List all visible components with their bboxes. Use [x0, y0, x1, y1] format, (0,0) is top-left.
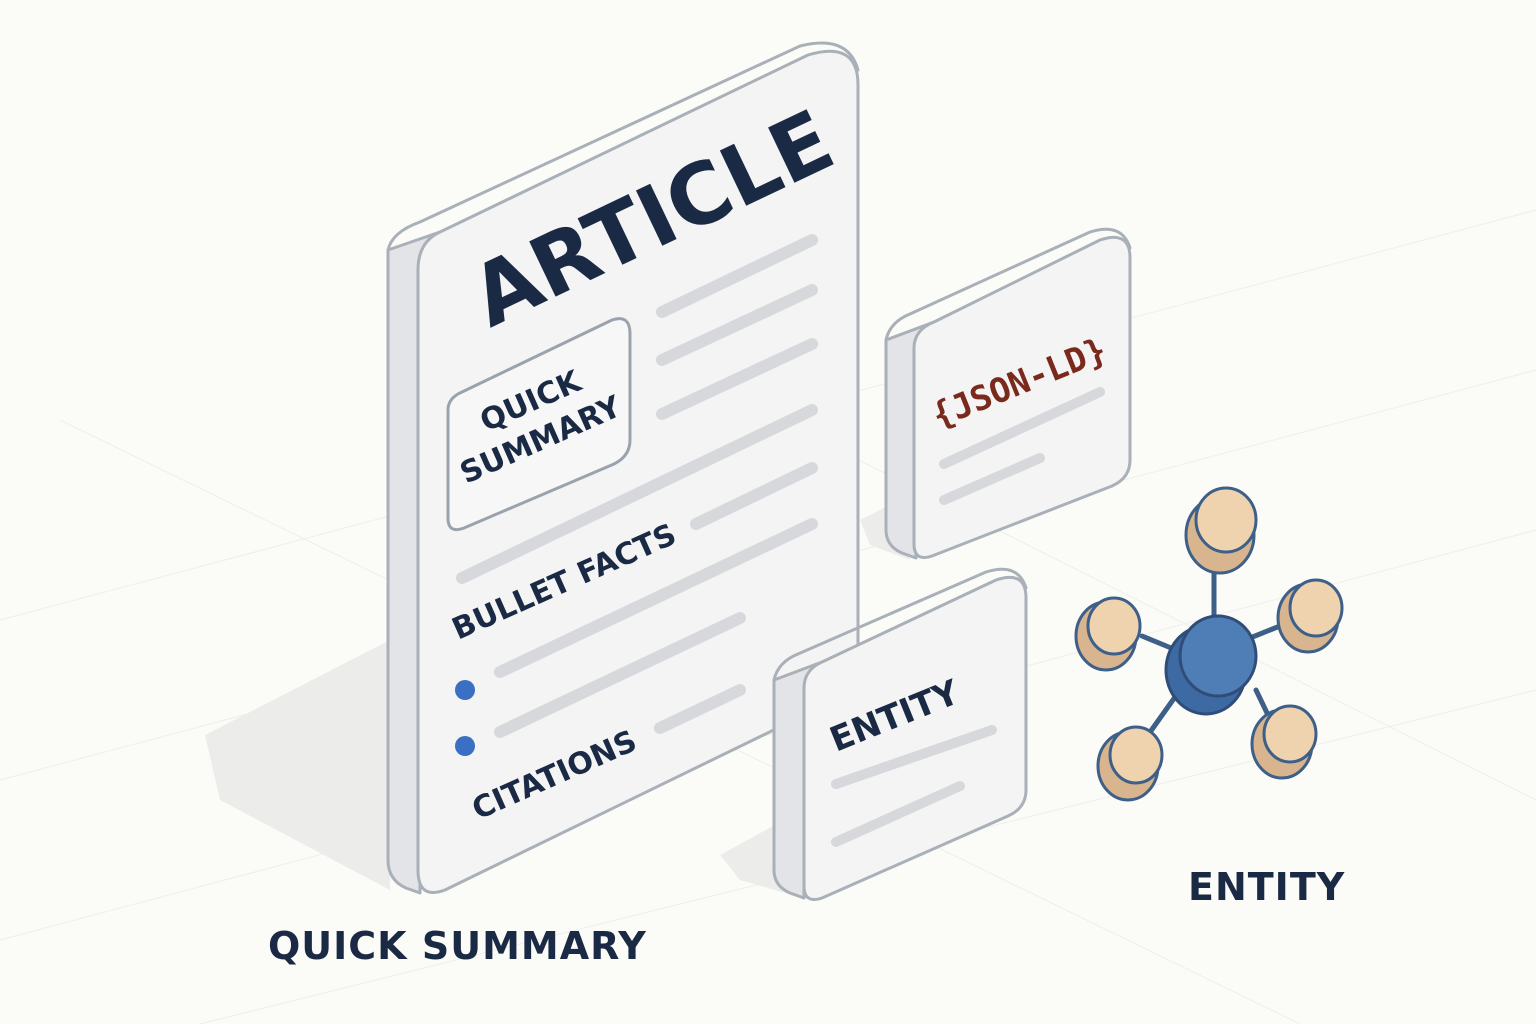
bullet-dot-1 [455, 680, 475, 700]
quick-summary-box: QUICK SUMMARY [446, 317, 632, 532]
quick-summary-caption: QUICK SUMMARY [268, 924, 647, 968]
hub-node [1164, 614, 1258, 716]
entity-card-top-edge [772, 567, 1028, 682]
json-ld-card-face [912, 235, 1132, 559]
article-document: ARTICLE QUICK SUMMARY BULLET FACTS [386, 41, 860, 895]
entity-caption: ENTITY [1188, 865, 1346, 909]
json-ld-card: {JSON-LD} [884, 227, 1132, 560]
outer-node-right [1276, 578, 1344, 654]
outer-node-left [1074, 596, 1142, 672]
json-ld-card-top-edge [884, 227, 1132, 342]
bullet-dot-2 [455, 736, 475, 756]
json-ld-text-lines [939, 387, 1105, 505]
entity-card-face [802, 575, 1028, 901]
outer-node-top [1184, 486, 1258, 575]
article-text-lines [456, 234, 818, 738]
outer-node-bottom-left [1096, 725, 1164, 802]
article-document-top-edge [386, 41, 860, 252]
outer-node-bottom-right [1250, 704, 1318, 780]
entity-card-text-lines [831, 725, 997, 847]
entity-card: ENTITY [772, 567, 1028, 901]
entity-network [1074, 486, 1344, 802]
